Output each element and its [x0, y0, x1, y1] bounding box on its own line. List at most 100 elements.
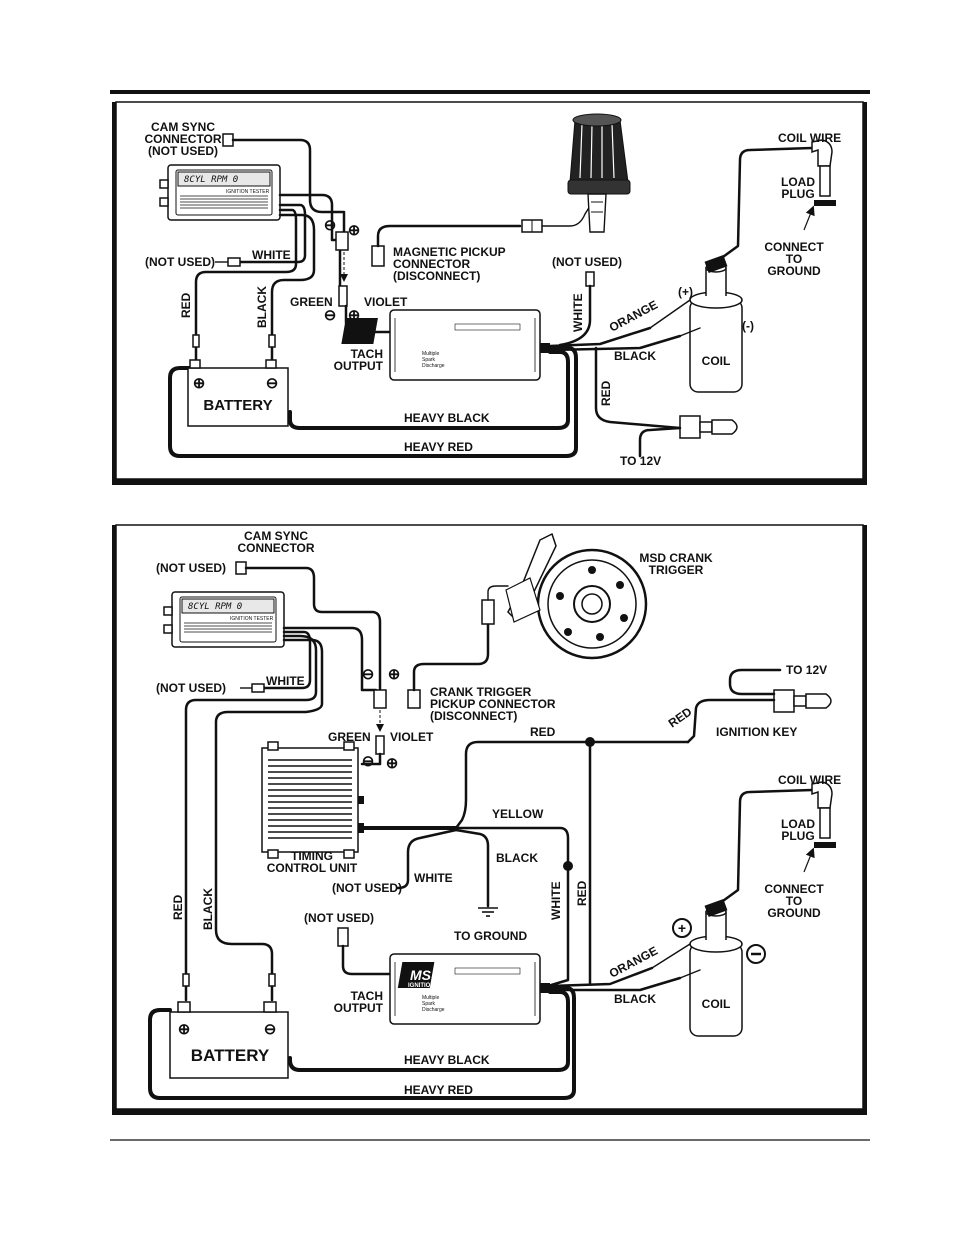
battery-label-2: BATTERY	[191, 1046, 270, 1065]
ignition-key-label: IGNITION KEY	[716, 725, 797, 739]
cam-sync-label-2: CONNECTOR	[144, 132, 221, 146]
black-right-label-1: BLACK	[614, 349, 656, 363]
tester-brand: IGNITION TESTER	[226, 189, 270, 195]
cam-sync-label-1: CAM SYNC	[151, 120, 215, 134]
ground-icon	[478, 907, 498, 917]
msd-caption-2b: Spark	[422, 1001, 436, 1007]
tach-output-label-1b: OUTPUT	[334, 359, 384, 373]
msd-crank-label-2: TRIGGER	[649, 563, 704, 577]
distributor-icon	[521, 113, 631, 233]
white-label-2: WHITE	[266, 674, 305, 688]
white-vert-label: WHITE	[549, 881, 563, 920]
ignition-tester: 8CYL RPM 0 IGNITION TESTER	[159, 164, 281, 221]
not-used-cam-2: (NOT USED)	[156, 561, 226, 575]
coil-plus-2: +	[678, 920, 686, 936]
coil-wire-1	[714, 146, 814, 264]
cam-sync-connector-1	[222, 133, 234, 147]
black-label-2: BLACK	[496, 851, 538, 865]
load-plug-label-2b: PLUG	[781, 829, 814, 843]
plus-sign-1a: ⊕	[348, 222, 361, 239]
connect-ground-1a: CONNECT	[764, 240, 824, 254]
red-main-wire-2	[454, 740, 690, 830]
not-used-right-1: (NOT USED)	[552, 255, 622, 269]
connect-ground-1b: TO	[786, 252, 802, 266]
white-label-1: WHITE	[252, 248, 291, 262]
load-plug-label-1b: PLUG	[781, 187, 814, 201]
crank-pickup-label-3: (DISCONNECT)	[430, 709, 517, 723]
diagram-2-crank-trigger: 8CYL RPM 0 IGNITION TESTER CAM SYNC CONN…	[112, 524, 867, 1115]
cam-sync-wire-2	[244, 566, 382, 692]
connect-ground-1c: GROUND	[767, 264, 821, 278]
plus-sign-2b: ⊕	[386, 755, 399, 772]
red-label-2: RED	[530, 725, 556, 739]
diagram-1-magnetic-pickup: 8CYL RPM 0 IGNITION TESTER CAM SYNC CONN…	[112, 101, 867, 485]
black-right-label-2: BLACK	[614, 992, 656, 1006]
not-used-white-2: (NOT USED)	[156, 681, 226, 695]
black-right-wire-2	[548, 976, 682, 992]
white-wire-1	[238, 203, 307, 264]
white-wire-right-1	[558, 284, 592, 347]
tester-display: 8CYL RPM 0	[184, 175, 238, 185]
red-key-wire-2	[686, 698, 776, 744]
to-12v-wire-2	[728, 668, 782, 696]
cam-sync-label-3: (NOT USED)	[148, 144, 218, 158]
heavy-red-wire-2	[148, 986, 576, 1100]
orange-wire-1	[548, 326, 652, 348]
red-vert-label: RED	[575, 880, 589, 906]
crank-trigger-icon	[481, 532, 648, 660]
crank-pickup-wire	[412, 622, 490, 692]
orange-wire-2	[548, 966, 654, 988]
msd-caption-2c: Discharge	[422, 1007, 445, 1013]
yellow-junction	[563, 861, 573, 871]
black-label-1: BLACK	[255, 286, 269, 328]
cam-sync-connector-2	[235, 561, 247, 575]
red-wire-1	[194, 208, 298, 364]
not-used-tach: (NOT USED)	[304, 911, 374, 925]
msd-ignition-box-2: MSD IGNITION Multiple Spark Discharge	[389, 953, 550, 1025]
crank-pickup-label-1: CRANK TRIGGER	[430, 685, 532, 699]
magnetic-pickup-label-1: MAGNETIC PICKUP	[393, 245, 506, 259]
crank-pickup-label-2: PICKUP CONNECTOR	[430, 697, 556, 711]
red-label-1: RED	[179, 292, 193, 318]
white-right-label-1: WHITE	[571, 293, 585, 332]
not-used-white-1: (NOT USED)	[145, 255, 215, 269]
cam-sync-label-2a: CAM SYNC	[244, 529, 308, 543]
heavy-red-label-1: HEAVY RED	[404, 440, 473, 454]
red-right-label-1: RED	[599, 380, 613, 406]
connect-ground-2a: CONNECT	[764, 882, 824, 896]
timing-unit-label-2: CONTROL UNIT	[267, 861, 358, 875]
battery-1: ⊕ ⊖ BATTERY	[187, 359, 289, 427]
heavy-black-label-1: HEAVY BLACK	[404, 411, 490, 425]
tach-output-label-1a: TACH	[351, 347, 383, 361]
msd-logo-2: MSD	[410, 967, 441, 983]
msd-sub-1: IGNITION	[403, 339, 430, 345]
to-12v-label-2: TO 12V	[786, 663, 827, 677]
violet-wire-2	[360, 752, 382, 766]
battery-minus-1: ⊖	[266, 375, 279, 392]
tach-wire-2	[341, 944, 394, 976]
msd-caption-2a: Multiple	[422, 995, 439, 1001]
load-plug-label-1a: LOAD	[781, 175, 815, 189]
connect-ground-2c: GROUND	[767, 906, 821, 920]
heavy-black-label-2: HEAVY BLACK	[404, 1053, 490, 1067]
cam-sync-wire-1	[231, 138, 346, 234]
coil-1: COIL (+) (-)	[678, 254, 754, 393]
msd-ignition-box-1: MSD IGNITION Multiple Spark Discharge	[341, 309, 550, 381]
black-left-label-2: BLACK	[201, 888, 215, 930]
green-label-1: GREEN	[290, 295, 333, 309]
coil-label-1: COIL	[702, 354, 731, 368]
magnetic-pickup-label-3: (DISCONNECT)	[393, 269, 480, 283]
to-12v-wire-1	[638, 426, 682, 458]
coil-plus-1: (+)	[678, 285, 693, 299]
white-tcu-wire-2	[396, 828, 458, 890]
ignition-key-1	[679, 415, 738, 439]
plus-sign-2a: ⊕	[388, 666, 401, 683]
to-12v-label-1: TO 12V	[620, 454, 661, 468]
msd-caption-1a: Multiple	[422, 351, 439, 357]
msd-sub-2: IGNITION	[408, 983, 435, 989]
red-ignition-wire-1	[594, 346, 682, 430]
heavy-red-label-2: HEAVY RED	[404, 1083, 473, 1097]
pickup-wire-1	[376, 224, 522, 248]
coil-wire-2	[714, 788, 814, 908]
